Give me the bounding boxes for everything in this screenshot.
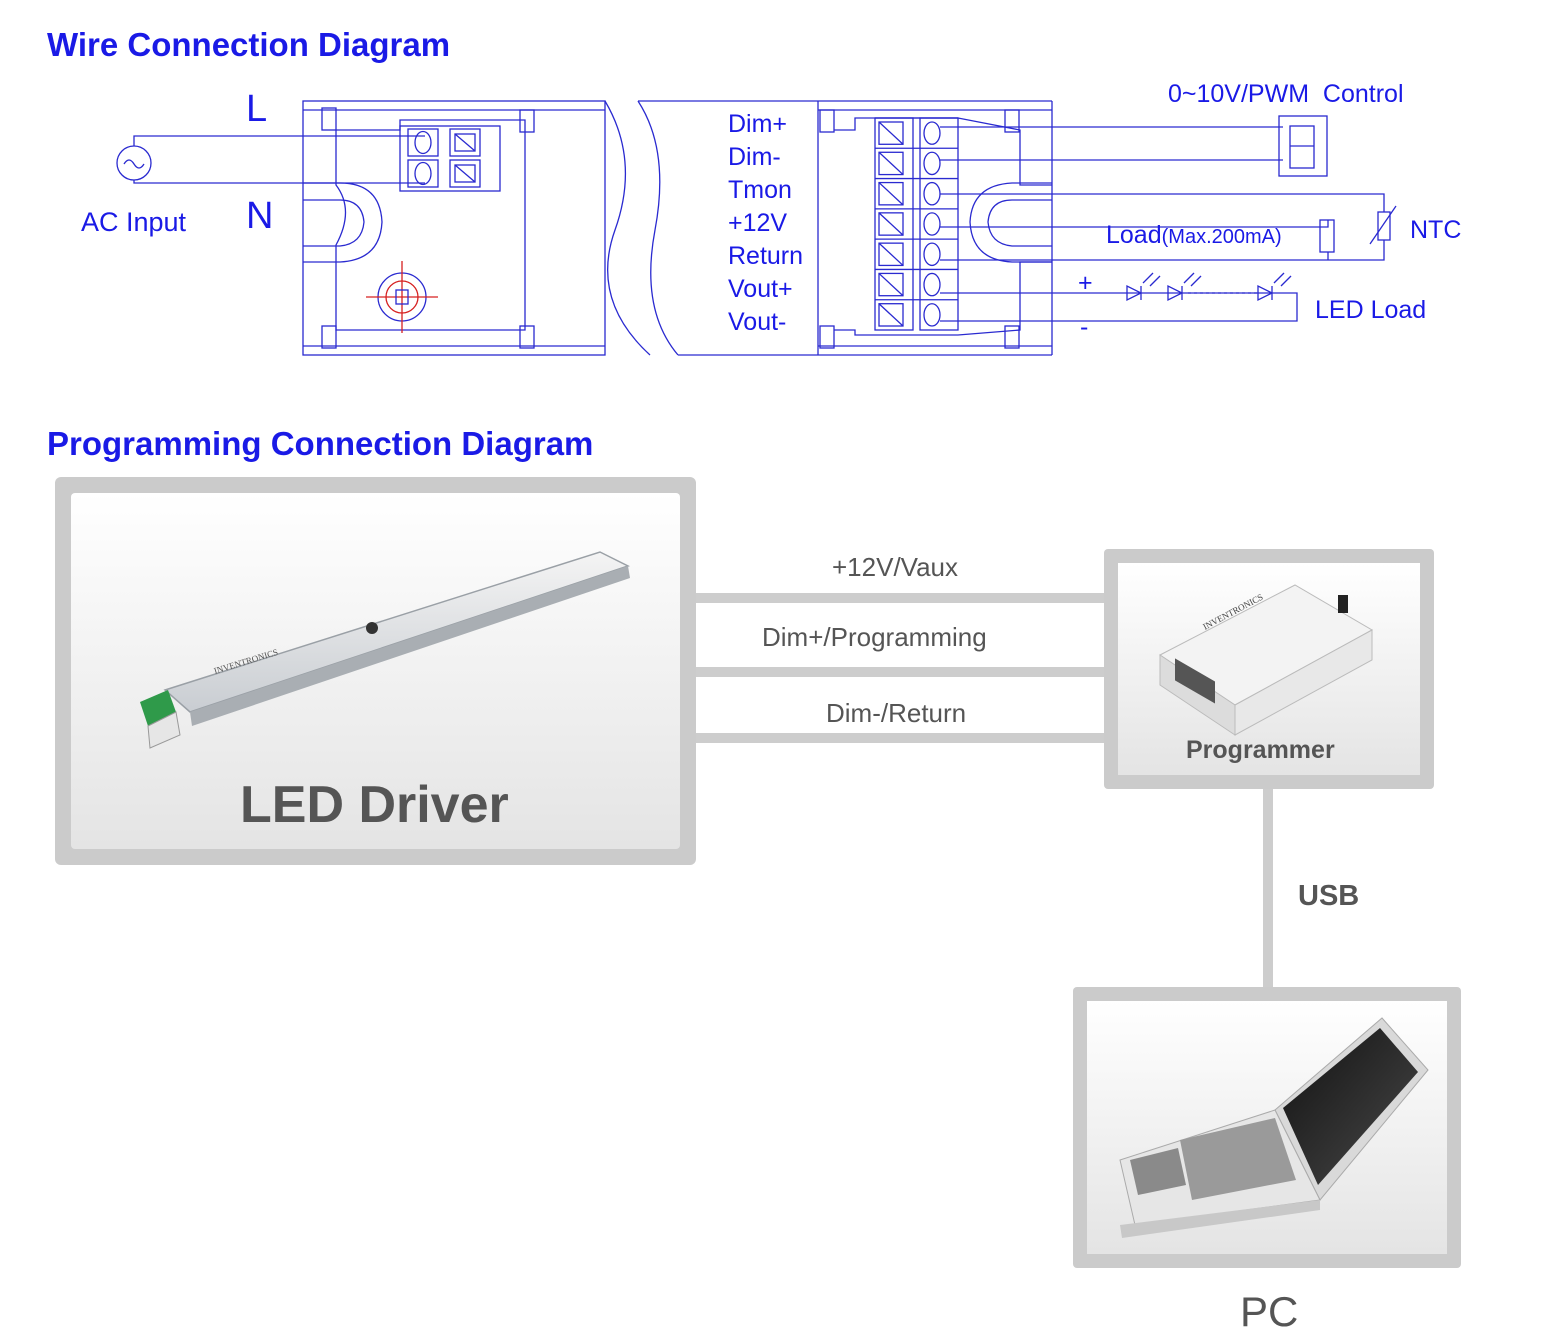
mounting-screw-icon: [366, 261, 438, 333]
ac-input-label: AC Input: [81, 207, 187, 237]
terminal-row-tmon: [875, 177, 958, 206]
vaux-line-label: +12V/Vaux: [832, 552, 958, 582]
ntc-thermistor-icon: [1369, 205, 1397, 245]
led-load-label: LED Load: [1315, 296, 1426, 324]
terminal-label: Vout+: [728, 275, 793, 303]
terminal-row-dim-: [875, 147, 958, 176]
programmer-image: INVENTRONICS: [1159, 584, 1374, 736]
pwm-control-device: [1278, 115, 1328, 177]
terminal-row-vout-: [875, 268, 958, 297]
programmer-panel: INVENTRONICS Programmer: [1104, 549, 1434, 789]
minus-sign: -: [1080, 313, 1088, 341]
load-label-group: Load(Max.200mA): [1106, 221, 1282, 249]
usb-label: USB: [1298, 880, 1359, 912]
terminal-rows: [875, 117, 958, 327]
plus-sign: +: [1078, 269, 1093, 297]
load-label: Load: [1106, 221, 1162, 249]
terminal-label: +12V: [728, 209, 787, 237]
terminal-row-dim-: [875, 117, 958, 145]
driver-output-end: [637, 100, 1053, 356]
return-line-label: Dim-/Return: [826, 698, 966, 728]
neutral-label: N: [246, 195, 273, 237]
terminal-label: Dim+: [728, 110, 787, 138]
line-label: L: [246, 88, 267, 130]
ntc-label: NTC: [1410, 216, 1461, 244]
terminal-row--12v: [875, 208, 958, 236]
load-resistor-icon: [1319, 219, 1335, 253]
terminal-label: Vout-: [728, 308, 786, 336]
wire-diagram-title: Wire Connection Diagram: [47, 26, 451, 63]
terminal-row-vout-: [875, 299, 958, 327]
programming-line-label: Dim+/Programming: [762, 622, 987, 652]
terminal-label: Tmon: [728, 176, 792, 204]
led-driver-image: INVENTRONICS: [140, 551, 630, 749]
load-max-label: (Max.200mA): [1162, 226, 1282, 248]
pc-panel: [1073, 987, 1461, 1268]
connection-bars: [690, 593, 1110, 743]
terminal-row-return: [875, 238, 958, 267]
terminal-label: Return: [728, 242, 803, 270]
led-string-icon: [1125, 272, 1292, 302]
led-driver-label: LED Driver: [240, 776, 509, 834]
led-driver-panel: INVENTRONICS LED Driver: [55, 477, 696, 865]
laptop-icon: [1119, 1017, 1429, 1238]
usb-cable: [1263, 785, 1273, 995]
terminal-label: Dim-: [728, 143, 781, 171]
pc-label: PC: [1240, 1288, 1298, 1335]
output-terminal-block: [874, 117, 959, 331]
programming-diagram-title: Programming Connection Diagram: [47, 425, 594, 462]
programmer-label: Programmer: [1186, 736, 1335, 764]
driver-input-end: [302, 100, 651, 356]
control-label: 0~10V/PWM Control: [1168, 80, 1404, 108]
